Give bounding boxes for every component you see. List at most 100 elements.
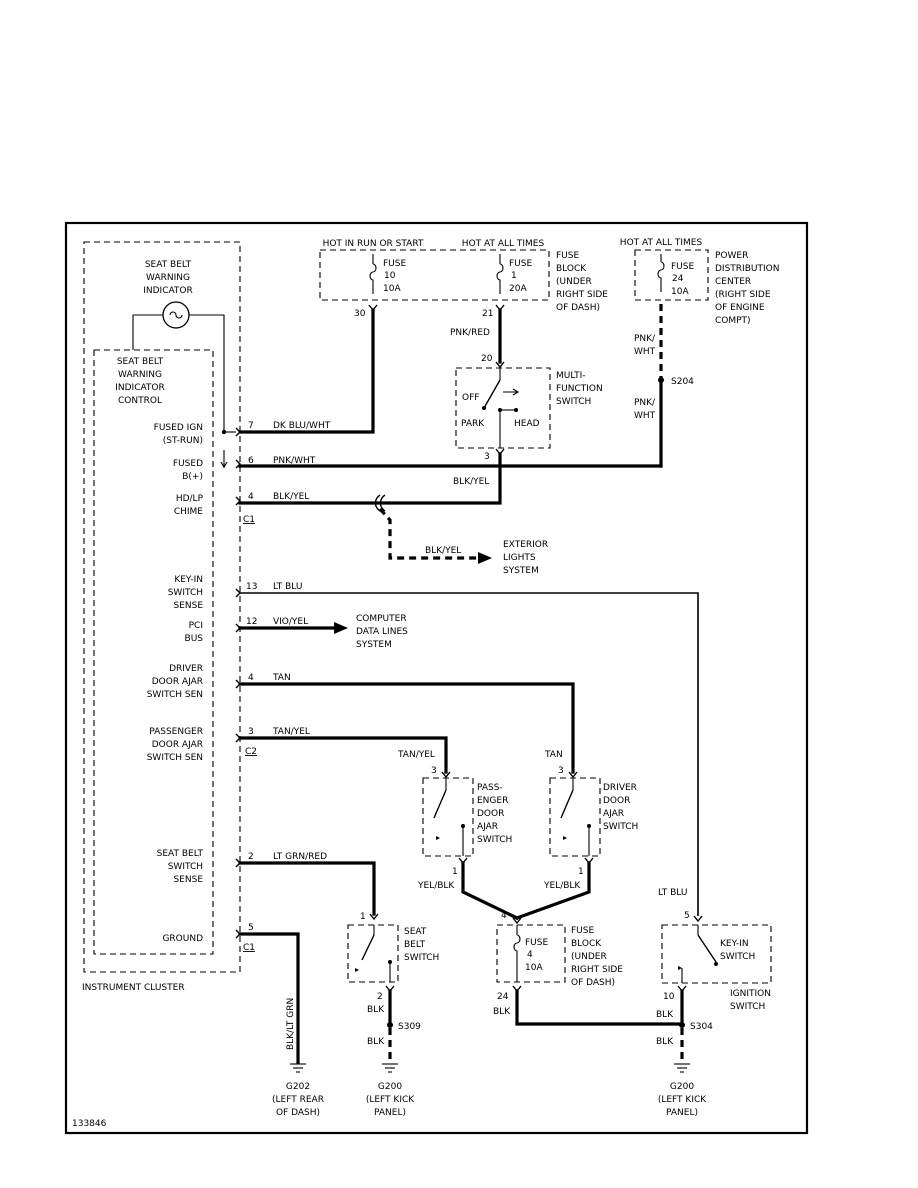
fuse10-label-3: 10A xyxy=(383,284,401,294)
connector-ign-5 xyxy=(693,915,703,923)
ignition-switch-box xyxy=(661,924,772,984)
control-label-1: SEAT BELT xyxy=(117,357,164,367)
sb-label-3: SWITCH xyxy=(404,953,439,963)
mf-park-label: PARK xyxy=(461,419,485,429)
wire-label-blk-b: BLK xyxy=(367,1037,385,1047)
instrument-cluster-box xyxy=(83,241,241,973)
g202-label-1: G202 xyxy=(286,1082,310,1092)
pin-10: 10 xyxy=(663,992,675,1002)
fuse-block-top-3: (UNDER xyxy=(556,277,592,287)
wire-label-blk-yel-ext: BLK/YEL xyxy=(425,546,461,556)
wire-label-tan-yel-b: TAN/YEL xyxy=(397,750,435,760)
connector-20 xyxy=(495,361,505,369)
pass-label-3: DOOR xyxy=(477,809,504,819)
hot-all-times-label-a: HOT AT ALL TIMES xyxy=(462,239,545,249)
input-keyin-2: SWITCH xyxy=(168,588,203,598)
fuse4-label-3: 10A xyxy=(525,963,543,973)
keyin-arrow-icon xyxy=(678,966,682,970)
diagram-frame xyxy=(64,221,809,1135)
instrument-cluster-label: INSTRUMENT CLUSTER xyxy=(82,983,185,993)
in-line-connector xyxy=(374,494,386,512)
wire-lt-grn-red xyxy=(238,861,376,916)
wire-label-pnk-wht-a2: WHT xyxy=(634,347,656,357)
wire-blk-yel-exterior xyxy=(378,507,478,560)
computer-label-2: DATA LINES xyxy=(356,627,408,637)
fuse-block-bottom-2: BLOCK xyxy=(571,939,602,949)
multifunction-switch-box xyxy=(455,367,551,449)
exterior-label-3: SYSTEM xyxy=(503,566,539,576)
sb-label-2: BELT xyxy=(404,940,426,950)
figure-number: 133846 xyxy=(72,1119,107,1129)
input-hdlp-2: CHIME xyxy=(174,507,203,517)
wire-dk-blu-wht xyxy=(238,308,375,434)
input-driver-1: DRIVER xyxy=(169,664,203,674)
connector-pass-3 xyxy=(441,771,451,779)
wire-label-blk-yel-right: BLK/YEL xyxy=(453,477,489,487)
g200b-label-1: G200 xyxy=(670,1082,694,1092)
wire-lt-blu xyxy=(240,592,699,916)
pin-24: 24 xyxy=(497,992,509,1002)
input-fused-b-1: FUSED xyxy=(173,459,203,469)
fuse-block-bottom-1: FUSE xyxy=(571,926,594,936)
input-pci-1: PCI xyxy=(189,621,203,631)
pdc-label-2: DISTRIBUTION xyxy=(715,264,779,274)
connector-c1-bottom: C1 xyxy=(243,943,255,953)
input-driver-3: SWITCH SEN xyxy=(147,690,203,700)
wire-label-pnk-wht-b2: WHT xyxy=(634,411,656,421)
pin-6: 6 xyxy=(248,456,254,466)
pin-12: 12 xyxy=(246,617,257,627)
sb-sw-lever xyxy=(361,934,375,961)
wire-label-blk-c: BLK xyxy=(656,1037,674,1047)
input-keyin-1: KEY-IN xyxy=(174,575,203,585)
mf-contact-park xyxy=(482,406,486,410)
drv-label-3: AJAR xyxy=(603,809,624,819)
keyin-sw-contact xyxy=(714,962,718,966)
pass-label-4: AJAR xyxy=(477,822,498,832)
input-keyin-3: SENSE xyxy=(173,601,203,611)
wire-label-lt-grn-red: LT GRN/RED xyxy=(273,852,327,862)
computer-label-3: SYSTEM xyxy=(356,640,392,650)
pin-5: 5 xyxy=(248,923,254,933)
keyin-label-1: KEY-IN xyxy=(720,939,749,949)
pin-2: 2 xyxy=(248,852,254,862)
fuse-block-top-1: FUSE xyxy=(556,251,579,261)
wire-label-tan-yel: TAN/YEL xyxy=(272,727,310,737)
g200a-label-2: (LEFT KICK xyxy=(366,1095,415,1105)
control-label-4: CONTROL xyxy=(118,396,162,406)
fuse1-label-1: FUSE xyxy=(509,259,532,269)
fuse24-label-3: 10A xyxy=(671,287,689,297)
mf-label-1: MULTI- xyxy=(556,371,586,381)
exterior-label-2: LIGHTS xyxy=(503,553,536,563)
pin-1-sb: 1 xyxy=(360,912,366,922)
fuse-block-bottom-5: OF DASH) xyxy=(571,978,615,988)
pin-2-sb: 2 xyxy=(377,992,383,1002)
pass-door-switch-box xyxy=(422,777,474,857)
mf-off-label: OFF xyxy=(462,393,479,403)
input-seatbelt-2: SWITCH xyxy=(168,862,203,872)
fuse-block-top-2: BLOCK xyxy=(556,264,587,274)
seatbelt-switch-box xyxy=(347,924,399,983)
wire-blk-yel xyxy=(238,452,502,505)
indicator-label-3: INDICATOR xyxy=(143,286,193,296)
wire-blk-fuse4 xyxy=(515,989,683,1026)
mf-arrow-icon xyxy=(503,388,520,396)
input-seatbelt-3: SENSE xyxy=(173,875,203,885)
fuse1-icon xyxy=(496,254,504,294)
input-fused-b-2: B(+) xyxy=(182,472,203,482)
wire-label-yel-blk-a: YEL/BLK xyxy=(417,881,455,891)
fuse10-label-1: FUSE xyxy=(383,259,406,269)
pass-label-2: ENGER xyxy=(477,796,508,806)
fuse-block-top-5: OF DASH) xyxy=(556,303,600,313)
fuse10-label-2: 10 xyxy=(384,271,396,281)
connector-c1-top: C1 xyxy=(243,515,255,525)
wire-label-blk-yel: BLK/YEL xyxy=(273,492,309,502)
pin-5-ign: 5 xyxy=(684,911,690,921)
splice-s309 xyxy=(387,1022,393,1028)
sb-arrow-icon xyxy=(355,968,359,972)
mf-head-label: HEAD xyxy=(514,419,540,429)
wire-label-pnk-wht: PNK/WHT xyxy=(273,456,316,466)
wire-yel-blk-b xyxy=(514,861,591,921)
pdc-label-1: POWER xyxy=(715,251,748,261)
control-label-2: WARNING xyxy=(118,370,162,380)
splice-s309-label: S309 xyxy=(398,1022,421,1032)
